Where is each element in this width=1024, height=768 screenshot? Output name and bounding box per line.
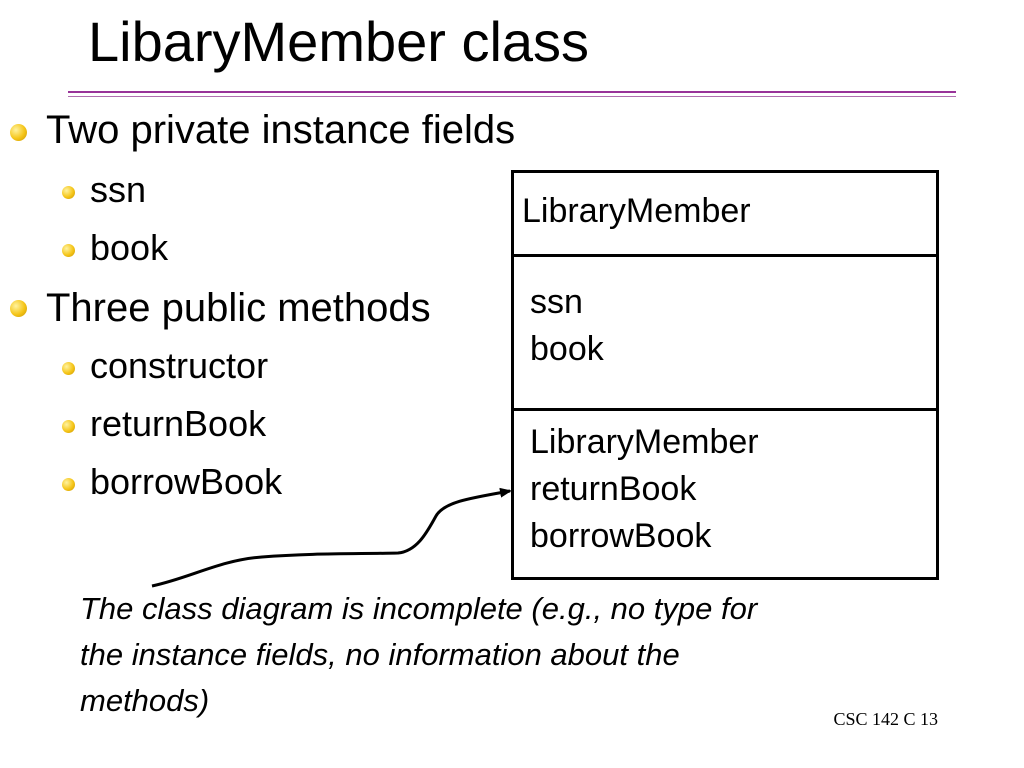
slide-title: LibaryMember class — [88, 10, 590, 73]
uml-attribute: ssn — [530, 283, 583, 321]
uml-attribute: book — [530, 330, 604, 368]
uml-operations-compartment: LibraryMember returnBook borrowBook — [514, 411, 936, 577]
bullet-item: constructor — [90, 345, 269, 386]
uml-name-compartment: LibraryMember — [514, 173, 936, 257]
diagram-note: The class diagram is incomplete (e.g., n… — [80, 591, 758, 718]
uml-attributes-compartment: ssn book — [514, 257, 936, 411]
bullet-dot-icon — [10, 124, 27, 141]
slide-footer: CSC 142 C 13 — [833, 709, 938, 729]
uml-class-name: LibraryMember — [522, 192, 751, 230]
bullet-dot-icon — [10, 300, 27, 317]
bullet-dot-icon — [62, 420, 75, 433]
title-divider — [68, 91, 956, 93]
bullet-item: Two private instance fields — [46, 108, 516, 152]
bullet-item: returnBook — [90, 403, 267, 444]
bullet-dot-icon — [62, 244, 75, 257]
bullet-item: borrowBook — [90, 461, 283, 502]
bullet-dot-icon — [62, 478, 75, 491]
title-divider-thin — [68, 96, 956, 97]
uml-operation: borrowBook — [530, 517, 712, 555]
uml-operation: LibraryMember — [530, 423, 759, 461]
bullet-dot-icon — [62, 186, 75, 199]
bullet-item: ssn — [90, 169, 147, 210]
bullet-list: Two private instance fields ssn book Thr… — [0, 0, 515, 520]
uml-class-box: LibraryMember ssn book LibraryMember ret… — [511, 170, 939, 580]
bullet-item: book — [90, 227, 169, 268]
bullet-item: Three public methods — [46, 286, 431, 330]
bullet-dot-icon — [62, 362, 75, 375]
uml-operation: returnBook — [530, 470, 697, 508]
